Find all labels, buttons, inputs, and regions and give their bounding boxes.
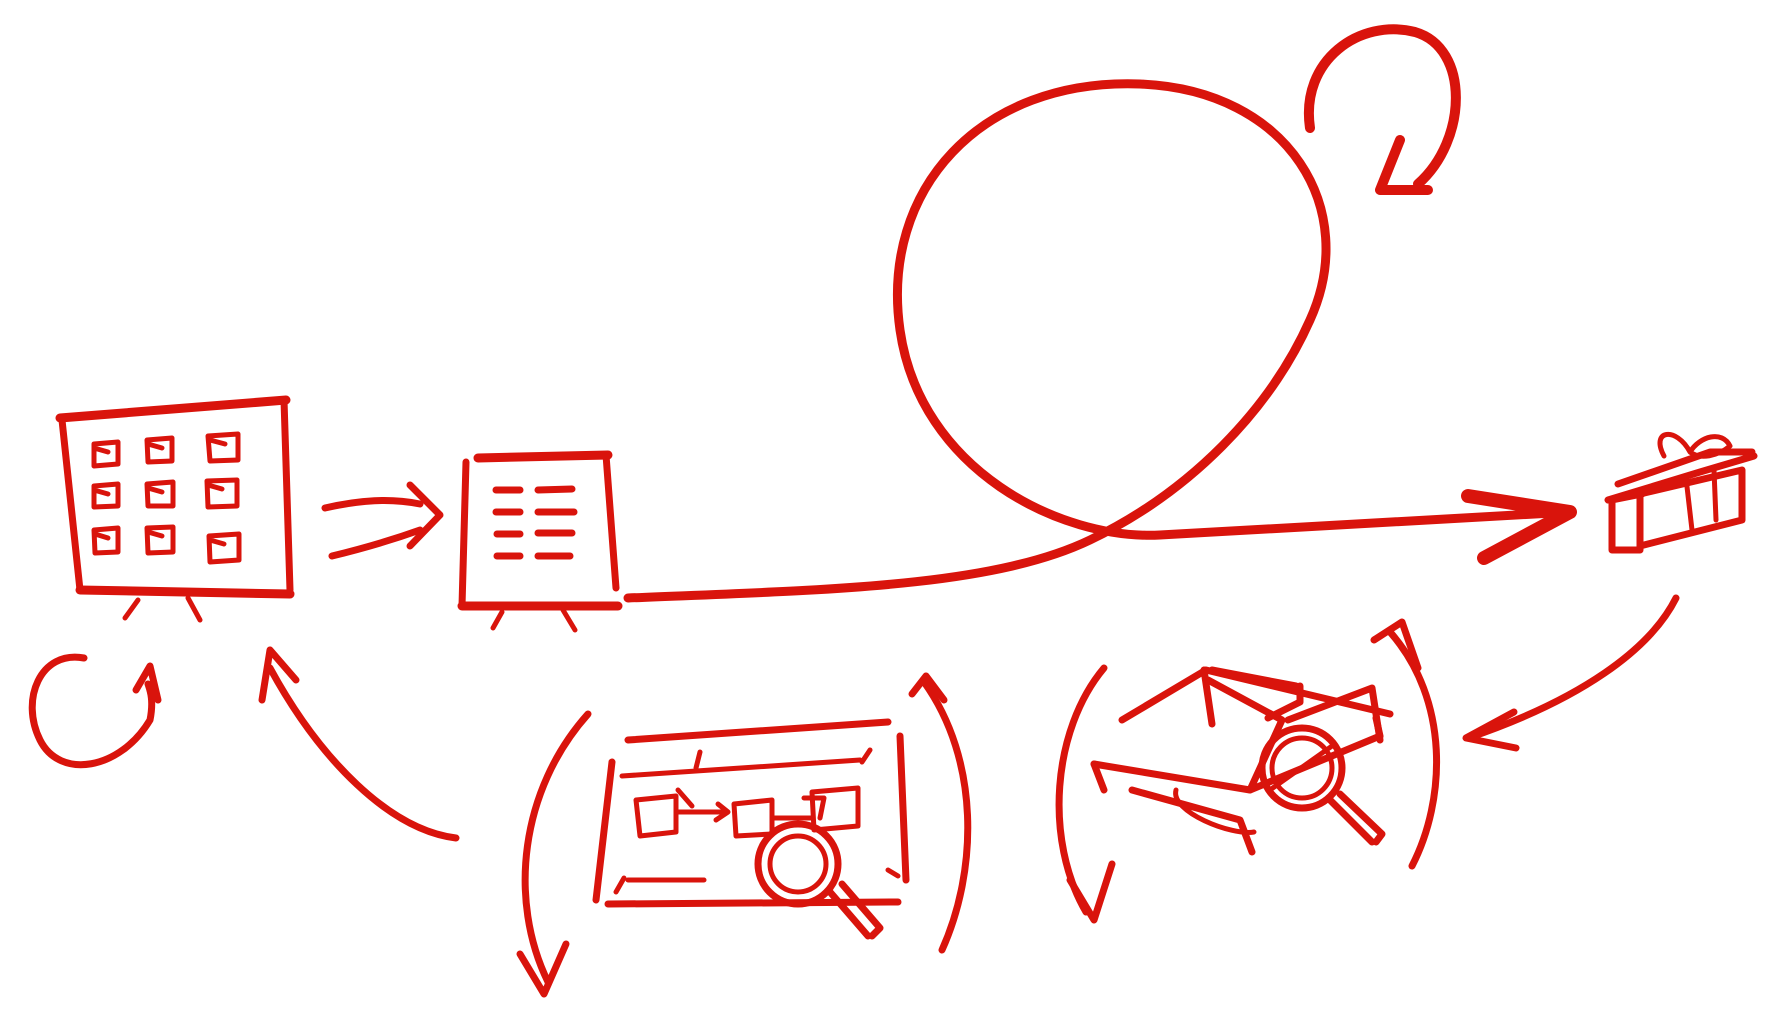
refine-arrow xyxy=(325,485,440,556)
review-to-backlog-arrow xyxy=(262,650,456,838)
top-loop-arrow xyxy=(1309,29,1456,190)
gift-box-icon xyxy=(1608,434,1754,550)
self-loop-arrow xyxy=(32,657,158,765)
review-magnifier-on-board-icon xyxy=(520,676,968,994)
board-with-list-icon xyxy=(462,455,618,630)
board-with-sticky-notes-icon xyxy=(60,400,290,620)
main-flow-loop-arrow xyxy=(628,84,1570,598)
delivery-to-review-arrow xyxy=(1466,598,1676,748)
review-magnifier-on-box-icon xyxy=(1059,622,1436,920)
